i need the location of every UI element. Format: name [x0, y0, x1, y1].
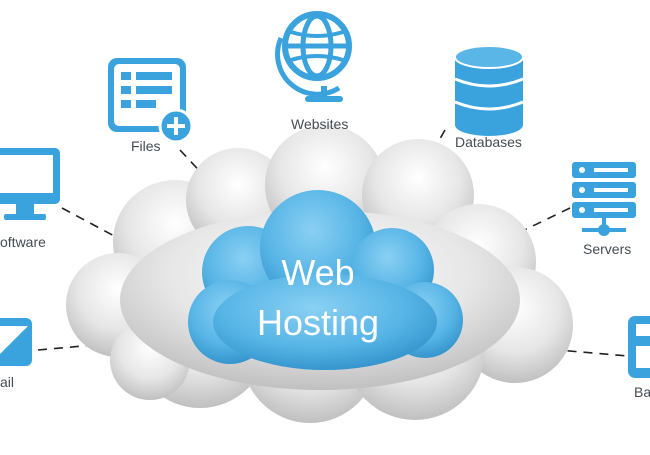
files-label: Files [131, 138, 161, 154]
file-add-icon [108, 58, 194, 144]
backup-drive-icon [628, 316, 650, 378]
websites-label: Websites [291, 116, 349, 132]
globe-icon [275, 11, 352, 102]
envelope-icon [0, 318, 32, 366]
databases-label: Databases [455, 134, 522, 150]
software-label: oftware [0, 234, 46, 250]
server-rack-icon [572, 162, 636, 236]
database-icon [454, 45, 524, 136]
servers-label: Servers [583, 241, 632, 257]
monitor-icon [0, 148, 60, 220]
email-label: ail [0, 374, 15, 390]
center-title-line2: Hosting [256, 302, 380, 343]
backup-label: Ba [634, 384, 650, 400]
center-title-line1: Web [281, 252, 355, 293]
center-cloud [188, 190, 463, 370]
